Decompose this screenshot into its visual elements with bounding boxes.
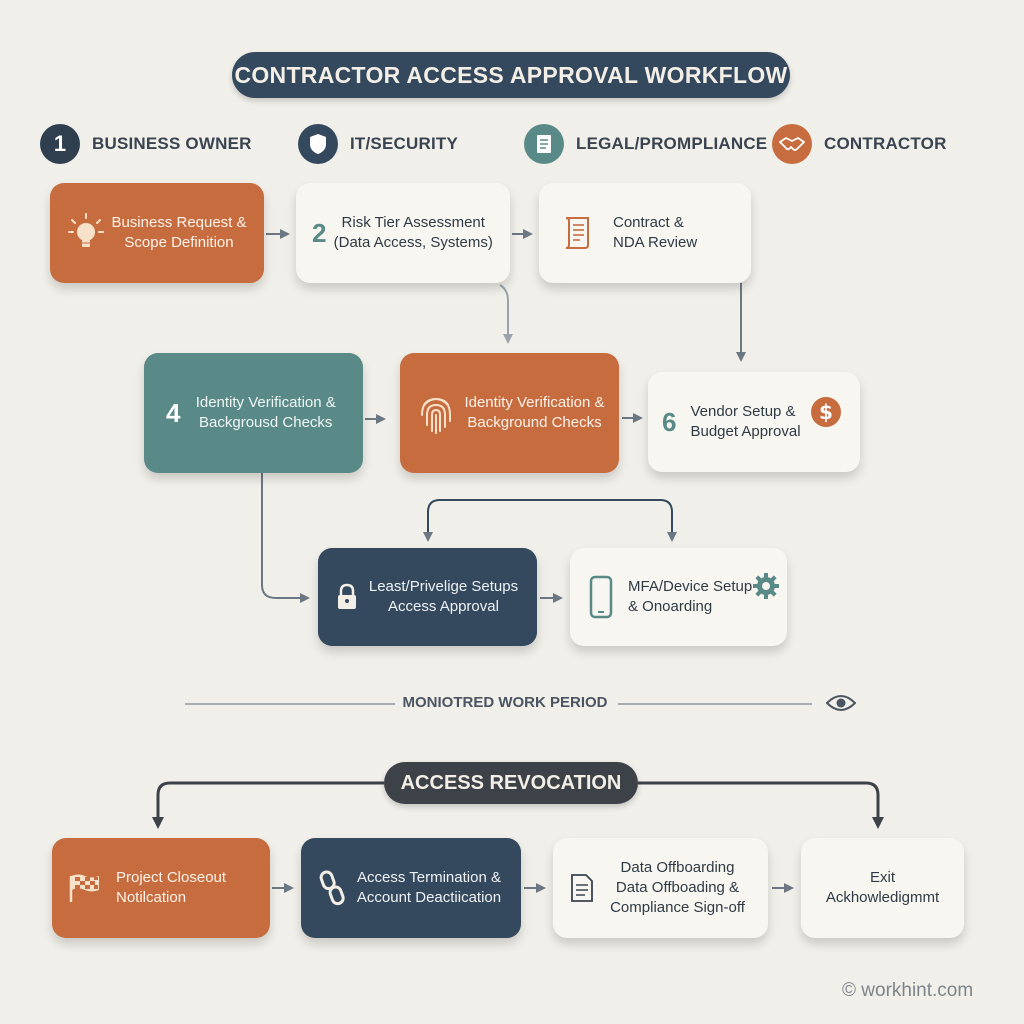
step-line: Background Checks bbox=[467, 414, 602, 431]
checkered-flag-icon bbox=[66, 872, 102, 904]
step-line: Notilcation bbox=[116, 889, 187, 906]
scroll-icon bbox=[557, 215, 597, 251]
step-line: Data Offboading & bbox=[615, 879, 740, 896]
lane-label-business-owner: BUSINESS OWNER bbox=[92, 134, 252, 153]
step-line: Risk Tier Assessment bbox=[341, 214, 485, 231]
step-line: Identity Verification & bbox=[464, 394, 605, 411]
revocation-arrow-left bbox=[152, 781, 384, 829]
lightbulb-icon bbox=[66, 213, 106, 253]
step-line: NDA Review bbox=[613, 234, 698, 251]
monitoring-label: MONIOTRED WORK PERIOD bbox=[402, 694, 608, 711]
handshake-icon bbox=[772, 124, 812, 164]
loop-arrow-right bbox=[560, 499, 677, 542]
gear-icon bbox=[752, 572, 780, 600]
step-line: Budget Approval bbox=[690, 423, 801, 440]
step-line: Exit bbox=[869, 869, 895, 886]
step-business-request: Business Request & Scope Definition bbox=[50, 183, 264, 283]
lane-number-badge: 1 bbox=[40, 124, 80, 164]
lane-it-security: IT/SECURITY bbox=[298, 124, 458, 164]
step-identity-verification-left: 4 Identity Verification & Backgrousd Che… bbox=[144, 353, 363, 473]
revocation-title: ACCESS REVOCATION bbox=[384, 762, 638, 804]
step-line: Least/Privelige Setups bbox=[368, 578, 519, 595]
lock-icon bbox=[332, 583, 362, 611]
lane-business-owner: 1 BUSINESS OWNER bbox=[40, 124, 252, 164]
phone-icon bbox=[586, 575, 616, 619]
step-line: Project Closeout bbox=[116, 869, 227, 886]
step-least-privilege: Least/Privelige Setups Access Approval bbox=[318, 548, 537, 646]
eye-icon bbox=[825, 692, 857, 719]
step-mfa-device: MFA/Device Setup & Onoarding bbox=[570, 548, 787, 646]
step-data-offboarding: Data Offboarding Data Offboading & Compl… bbox=[553, 838, 768, 938]
step-access-termination: Access Termination & Account Deactiicati… bbox=[301, 838, 521, 938]
step-line: Vendor Setup & bbox=[690, 403, 796, 420]
document-icon bbox=[524, 124, 564, 164]
revocation-arrow-right bbox=[638, 781, 884, 829]
step-vendor-setup: 6 Vendor Setup & Budget Approval $ bbox=[648, 372, 860, 472]
lane-label-it-security: IT/SECURITY bbox=[350, 134, 458, 153]
arrow-risk-to-identity bbox=[499, 284, 513, 344]
step-contract-nda: Contract & NDA Review bbox=[539, 183, 751, 283]
step-number: 6 bbox=[662, 406, 677, 437]
lane-label-legal: LEGAL/PROMPLIANCE bbox=[576, 134, 768, 153]
arrow-identity-to-privilege bbox=[261, 473, 310, 603]
step-line: Ackhowledigmmt bbox=[825, 889, 940, 906]
step-line: Access Termination & bbox=[357, 869, 501, 886]
loop-arrow-left bbox=[423, 499, 560, 542]
step-line: Identity Verification & bbox=[195, 394, 336, 411]
step-line: Backgrousd Checks bbox=[199, 414, 333, 431]
file-icon bbox=[567, 873, 597, 903]
dollar-icon: $ bbox=[810, 396, 842, 428]
fingerprint-icon bbox=[414, 391, 458, 435]
step-line: (Data Access, Systems) bbox=[333, 234, 493, 251]
step-line: Compliance Sign-off bbox=[610, 899, 745, 916]
page-title: CONTRACTOR ACCESS APPROVAL WORKFLOW bbox=[232, 52, 790, 98]
chain-link-icon bbox=[317, 870, 347, 906]
step-number: 2 bbox=[312, 217, 327, 248]
step-line: Scope Definition bbox=[124, 234, 234, 251]
step-risk-tier: 2 Risk Tier Assessment (Data Access, Sys… bbox=[296, 183, 510, 283]
step-line: Business Request & bbox=[111, 214, 247, 231]
footer-credit: © workhint.com bbox=[842, 980, 974, 1001]
step-line: Account Deactiication bbox=[356, 889, 502, 906]
svg-text:$: $ bbox=[819, 400, 833, 424]
shield-icon bbox=[298, 124, 338, 164]
step-line: MFA/Device Setup bbox=[628, 578, 753, 595]
step-line: & Onoarding bbox=[628, 598, 713, 615]
step-line: Data Offboarding bbox=[620, 859, 735, 876]
step-exit-acknowledgment: Exit Ackhowledigmmt bbox=[801, 838, 964, 938]
step-line: Contract & bbox=[613, 214, 684, 231]
step-number: 4 bbox=[166, 397, 181, 428]
step-identity-verification-right: Identity Verification & Background Check… bbox=[400, 353, 619, 473]
lane-contractor: CONTRACTOR bbox=[772, 124, 947, 164]
step-line: Access Approval bbox=[388, 598, 499, 615]
step-project-closeout: Project Closeout Notilcation bbox=[52, 838, 270, 938]
lane-legal-compliance: LEGAL/PROMPLIANCE bbox=[524, 124, 767, 164]
lane-label-contractor: CONTRACTOR bbox=[824, 134, 947, 153]
